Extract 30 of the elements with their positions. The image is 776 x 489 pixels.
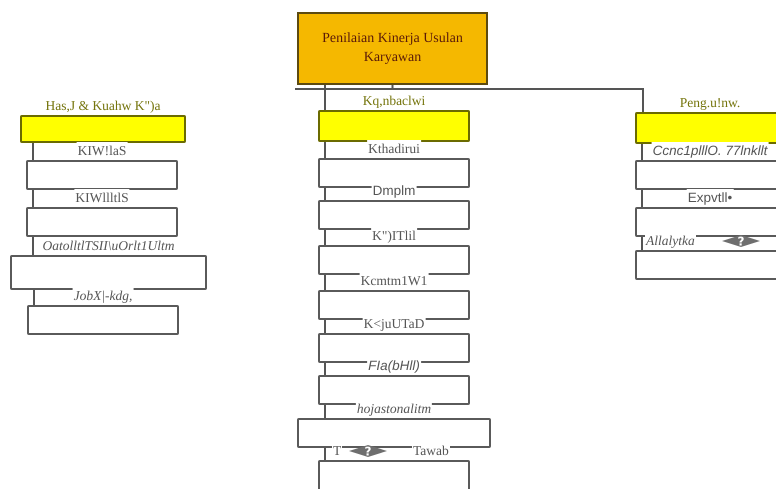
connector-line bbox=[392, 85, 644, 112]
connector-line bbox=[324, 275, 326, 290]
connector-line bbox=[324, 142, 326, 158]
box-heading: Allalytka bbox=[645, 232, 696, 250]
connector-line bbox=[324, 188, 326, 200]
box-heading: K")ITlil bbox=[371, 227, 417, 245]
connector-line bbox=[33, 290, 35, 305]
connector-line bbox=[324, 85, 326, 110]
connector-line bbox=[324, 230, 326, 245]
box-heading: K<juUTaD bbox=[362, 315, 426, 333]
connector-line bbox=[295, 85, 394, 90]
box-heading: Dmplm bbox=[372, 182, 416, 200]
connector-line bbox=[324, 448, 326, 460]
connector-line bbox=[641, 237, 643, 250]
question-diamond-icon: ? bbox=[721, 234, 761, 248]
connector-line bbox=[641, 190, 643, 207]
connector-line bbox=[324, 405, 326, 418]
connector-line bbox=[32, 237, 34, 255]
box-heading: JobX|-kdg, bbox=[72, 287, 134, 305]
connector-line bbox=[324, 320, 326, 333]
connector-line bbox=[32, 143, 34, 160]
box-heading: hojastonalitm bbox=[356, 400, 432, 418]
box-heading: FIa(bHll) bbox=[367, 357, 421, 375]
question-diamond-icon: ? bbox=[348, 444, 388, 458]
title-box: Penilaian Kinerja Usulan Karyawan bbox=[297, 12, 488, 85]
connector-line bbox=[324, 363, 326, 375]
box-heading: Ccnc1plllO. 77lnkllt bbox=[652, 142, 768, 160]
connector-line bbox=[32, 190, 34, 207]
box-heading: Expvtll• bbox=[686, 189, 734, 207]
connector-line bbox=[641, 144, 643, 160]
